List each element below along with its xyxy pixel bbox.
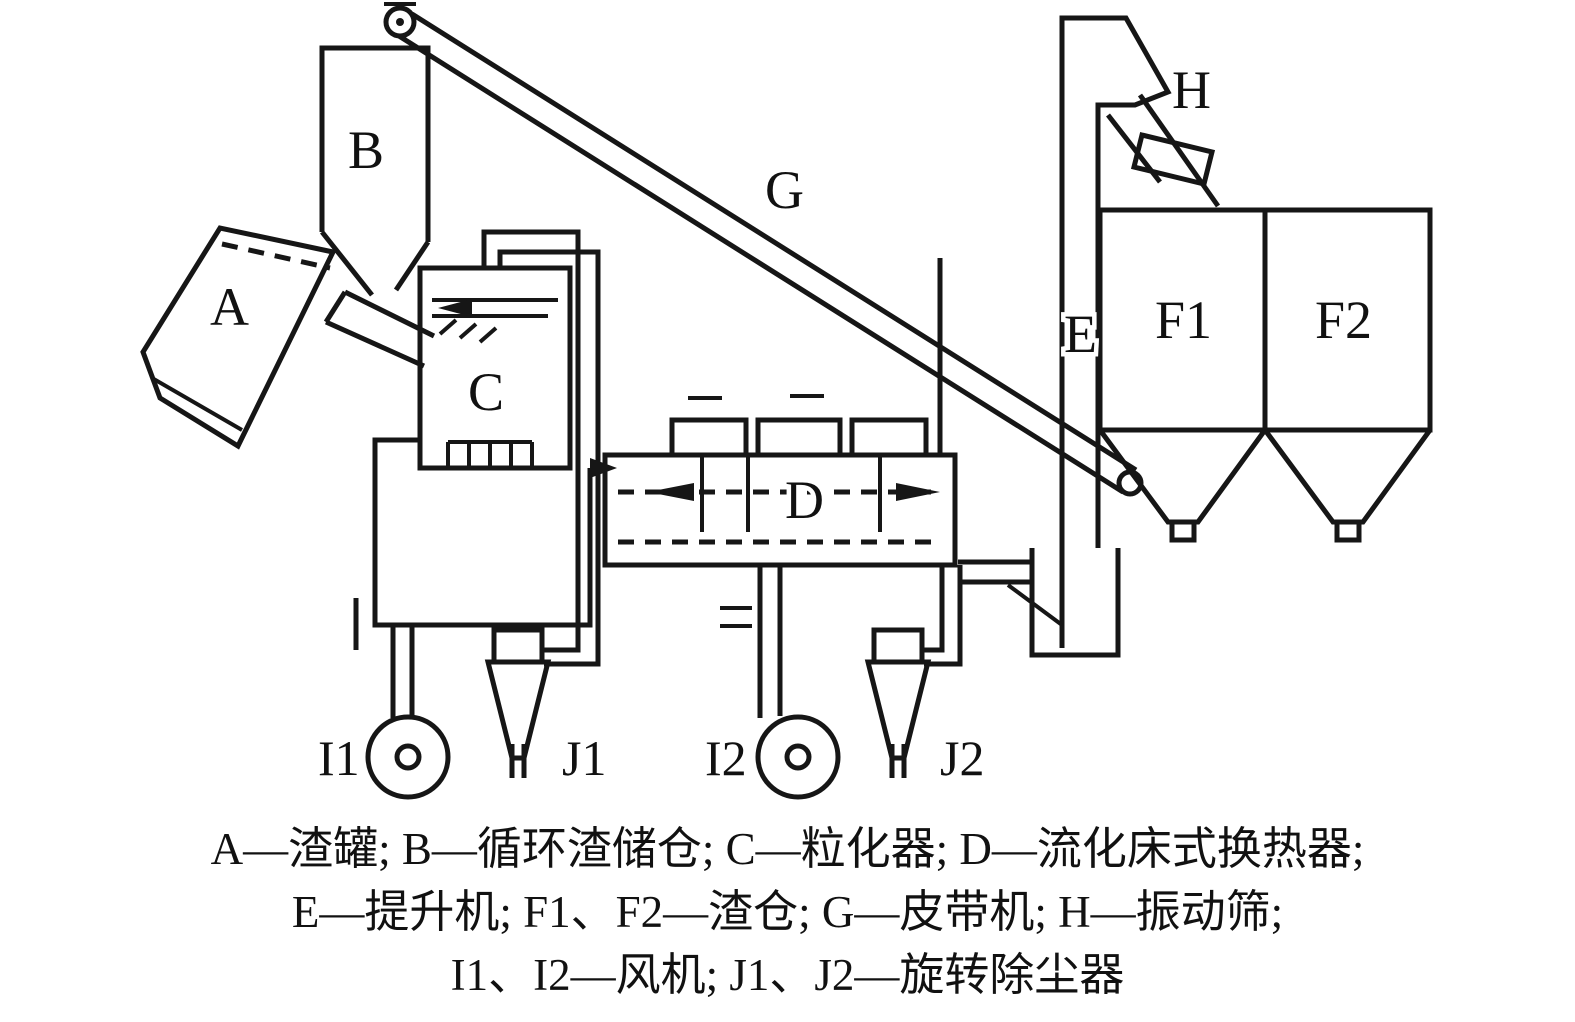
slag-bins-F [1097,207,1433,543]
label-A: A [210,277,249,337]
granulator-C [417,229,601,667]
label-I2: I2 [705,730,747,786]
label-G: G [765,160,804,220]
label-I1: I1 [318,730,360,786]
cyclone-J2 [864,565,963,778]
heat-exchanger-D [602,258,958,628]
label-H: H [1172,60,1211,120]
circulating-bin-B [319,45,436,369]
fan-I1 [365,625,451,800]
label-F1: F1 [1155,290,1212,350]
label-C: C [468,362,504,422]
caption-line-1: A—渣罐; B—循环渣储仓; C—粒化器; D—流化床式换热器; [210,824,1365,874]
process-diagram: A B C D E F1 F2 G H I1 J1 I2 J2 [140,2,1433,800]
slag-pot-A [140,225,337,450]
fan-I2 [755,565,841,800]
caption-line-3: I1、I2—风机; J1、J2—旋转除尘器 [450,950,1125,1000]
elevator-E [958,15,1172,658]
label-B: B [348,120,384,180]
label-J1: J1 [562,730,606,786]
caption-line-2: E—提升机; F1、F2—渣仓; G—皮带机; H—振动筛; [291,887,1284,937]
vibrating-screen-H [1106,93,1221,208]
label-E: E [1064,304,1097,364]
label-F2: F2 [1315,290,1372,350]
label-J2: J2 [940,730,984,786]
cyclone-J1 [484,625,552,778]
belt-conveyor-G [383,2,1144,497]
label-D: D [785,470,824,530]
figure-caption: A—渣罐; B—循环渣储仓; C—粒化器; D—流化床式换热器; E—提升机; … [0,818,1575,1007]
